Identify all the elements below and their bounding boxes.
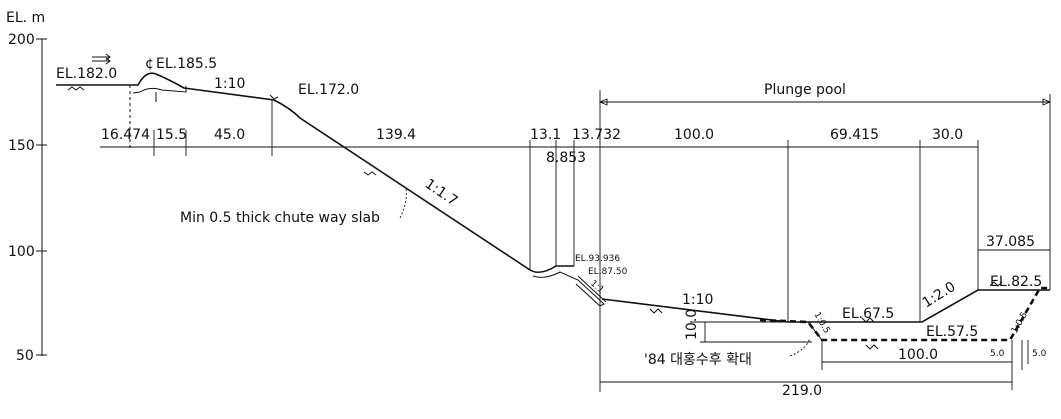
ground-hatch	[989, 281, 1003, 287]
label-slope-1-1: 1:1	[588, 279, 606, 296]
ground-hatch	[67, 86, 85, 91]
label-el-87-5: EL.87.50	[588, 267, 628, 277]
spillway-crest	[56, 53, 275, 150]
axis-unit-label: EL. m	[6, 10, 45, 26]
dim-139-4: 139.4	[376, 127, 416, 143]
ground-hatch	[363, 171, 377, 176]
dim-5-right: 5.0	[1032, 349, 1047, 359]
flip-bucket	[529, 265, 574, 274]
dim-45: 45.0	[214, 127, 245, 143]
dimension-lines	[100, 90, 1052, 392]
ground-hatch	[269, 94, 279, 100]
crest-gallery	[139, 86, 187, 93]
flip-bucket-base	[532, 271, 605, 307]
label-el-67-5: EL.67.5	[842, 306, 894, 322]
drawing-labels: EL.182.0 ¢ EL.185.5 1:10 EL.172.0 16.474…	[56, 56, 1047, 399]
label-crest-symbol: ¢	[145, 56, 154, 72]
label-slope-1-0-5-right: 1:0.5	[1010, 311, 1030, 336]
label-el-172: EL.172.0	[298, 82, 359, 98]
dim-8-853: 8.853	[546, 150, 586, 166]
label-el-57-5: EL.57.5	[926, 324, 978, 340]
label-enlargement-note: '84 대홍수후 확대	[644, 352, 752, 368]
label-el-93-936: EL.93.936	[575, 254, 620, 264]
axis-tick-label: 50	[16, 348, 34, 364]
chute-way	[269, 94, 607, 307]
axis-tick-label: 200	[8, 32, 35, 48]
label-slope-1-1-7: 1:1.7	[422, 176, 461, 209]
ground-hatch	[649, 308, 663, 314]
label-el-82-5: EL.82.5	[990, 274, 1042, 290]
dim-10: 10.0	[684, 309, 700, 340]
plunge-pool-profile	[601, 289, 1050, 323]
axis-tick-label: 100	[8, 244, 35, 260]
label-el-182: EL.182.0	[56, 66, 117, 82]
enlargement-note-leader	[789, 337, 811, 357]
dim-5-left: 5.0	[990, 349, 1005, 359]
dim-100-top: 100.0	[674, 127, 714, 143]
slab-note-leader	[399, 187, 407, 219]
ground-hatch	[861, 317, 875, 323]
enlarged-pool-profile	[759, 286, 1050, 342]
ground-hatch	[865, 344, 879, 350]
plunge-pool	[601, 281, 1050, 350]
label-slope-1-2: 1:2.0	[920, 279, 959, 312]
dim-arrow	[1042, 98, 1052, 106]
flow-direction-arrow	[92, 53, 111, 65]
label-slope-1-0-5-left: 1:0.5	[811, 311, 831, 336]
label-slope-1-10-top: 1:10	[214, 76, 245, 92]
dim-30: 30.0	[932, 127, 963, 143]
label-slope-1-10-bottom: 1:10	[682, 292, 713, 308]
dim-16-474: 16.474	[101, 127, 150, 143]
dim-13-1: 13.1	[530, 127, 561, 143]
crest-detail-line	[132, 91, 157, 102]
elevation-axis: EL. m 200 150 100 50	[6, 10, 47, 364]
pool-left-slope	[807, 321, 823, 341]
dim-15-5: 15.5	[156, 127, 187, 143]
dim-37-085: 37.085	[986, 234, 1035, 250]
ogee-crest-profile	[130, 72, 275, 101]
dim-13-732: 13.732	[572, 127, 621, 143]
label-plunge-pool: Plunge pool	[764, 82, 846, 98]
dim-100-bottom: 100.0	[898, 347, 938, 363]
dim-219: 219.0	[782, 383, 822, 399]
dim-69-415: 69.415	[830, 127, 879, 143]
bucket-slope-line	[577, 275, 607, 303]
label-slab-note: Min 0.5 thick chute way slab	[180, 210, 380, 226]
axis-tick-label: 150	[8, 138, 35, 154]
label-el-185-5: EL.185.5	[156, 56, 217, 72]
chute-slope-profile	[273, 99, 531, 271]
dim-arrow	[598, 98, 608, 106]
